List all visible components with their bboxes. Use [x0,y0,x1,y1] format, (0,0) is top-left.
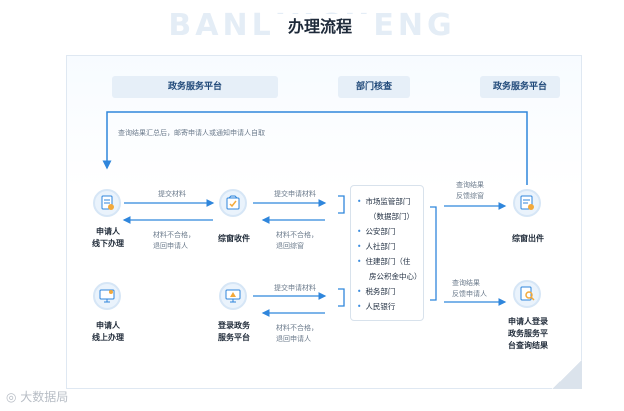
department-name: 市场监管部门 [365,197,411,206]
monitor-icon [93,282,121,310]
label-return-window-line1: 材料不合格， [276,231,318,239]
label-return-applicant-2-line2: 退回申请人 [276,335,311,343]
department-name: 住建部门（住 [365,257,411,266]
node-online-applicant-line1: 申请人 [96,321,120,330]
node-offline-applicant: 申请人 线下办理 [78,226,138,250]
node-online-applicant: 申请人 线上办理 [78,320,138,344]
node-applicant-query: 申请人登录 政务服务平 台查询结果 [498,316,558,352]
node-applicant-query-line3: 台查询结果 [508,341,548,350]
label-result-window-line1: 查询结果 [456,181,484,189]
header-dept-check: 部门核查 [338,76,410,98]
label-submit-materials: 提交材料 [158,190,186,198]
department-list: •市场监管部门 （数据部门） •公安部门 •人社部门 •住建部门（住 房公积金中… [350,185,424,321]
certificate-icon [513,189,541,217]
dept-right-bracket [430,206,437,301]
watermark: ◎ 大数据局 [6,388,68,405]
label-return-applicant-1-line1: 材料不合格， [153,231,195,239]
node-applicant-query-line2: 政务服务平 [508,329,548,338]
dept-left-bracket-bottom [338,288,345,307]
watermark-text: 大数据局 [20,390,69,404]
department-item: •公安部门 [357,224,423,239]
label-result-applicant: 查询结果 反馈申请人 [452,278,487,300]
department-name: 房公积金中心） [369,272,422,281]
department-item: •住建部门（住 [357,254,423,269]
department-name: 人民银行 [365,302,396,311]
label-result-window: 查询结果 反馈综窗 [456,180,484,202]
node-platform-login-line1: 登录政务 [218,321,250,330]
node-offline-applicant-line1: 申请人 [96,227,120,236]
top-loop-note: 查询结果汇总后，邮寄申请人或通知申请人自取 [118,129,265,137]
bullet-dot: • [357,242,362,251]
header-platform-left: 政务服务平台 [112,76,278,98]
dept-left-bracket-top [338,195,345,214]
bullet-dot: • [357,287,362,296]
page-title: 办理流程 [270,14,370,40]
label-submit-application-2: 提交申请材料 [274,284,316,292]
department-item: •市场监管部门 [357,194,423,209]
node-platform-login: 登录政务 服务平台 [204,320,264,344]
department-name: 税务部门 [365,287,396,296]
node-platform-login-line2: 服务平台 [218,333,250,342]
node-applicant-query-line1: 申请人登录 [508,317,548,326]
search-doc-icon [513,280,541,308]
node-window-issue: 综窗出件 [512,234,544,243]
page-fold-corner [552,360,582,389]
department-item-continued: 房公积金中心） [357,269,423,284]
label-result-applicant-line2: 反馈申请人 [452,290,487,298]
weibo-logo-icon: ◎ [6,390,21,404]
department-name: 公安部门 [365,227,396,236]
department-item: •人社部门 [357,239,423,254]
department-item-continued: （数据部门） [357,209,423,224]
flow-panel [66,55,582,389]
label-return-applicant-2: 材料不合格， 退回申请人 [276,323,318,345]
node-online-applicant-line2: 线上办理 [92,333,124,342]
bullet-dot: • [357,257,362,266]
node-offline-applicant-line2: 线下办理 [92,239,124,248]
node-window-receive: 综窗收件 [218,234,250,243]
label-return-applicant-1-line2: 退回申请人 [153,242,188,250]
bullet-dot: • [357,302,362,311]
return-loop-line [102,111,528,185]
header-platform-right: 政务服务平台 [480,76,560,98]
folder-check-icon [219,189,247,217]
department-name: 人社部门 [365,242,396,251]
document-hand-icon [93,189,121,217]
department-item: •人民银行 [357,299,423,314]
department-item: •税务部门 [357,284,423,299]
label-return-window: 材料不合格， 退回综窗 [276,230,318,252]
label-return-window-line2: 退回综窗 [276,242,304,250]
department-name: （数据部门） [369,212,414,221]
label-result-window-line2: 反馈综窗 [456,192,484,200]
label-result-applicant-line1: 查询结果 [452,279,480,287]
bullet-dot: • [357,227,362,236]
label-submit-application-1: 提交申请材料 [274,190,316,198]
bullet-dot: • [357,197,362,206]
label-return-applicant-1: 材料不合格， 退回申请人 [153,230,195,252]
label-return-applicant-2-line1: 材料不合格， [276,324,318,332]
monitor-icon [219,282,247,310]
